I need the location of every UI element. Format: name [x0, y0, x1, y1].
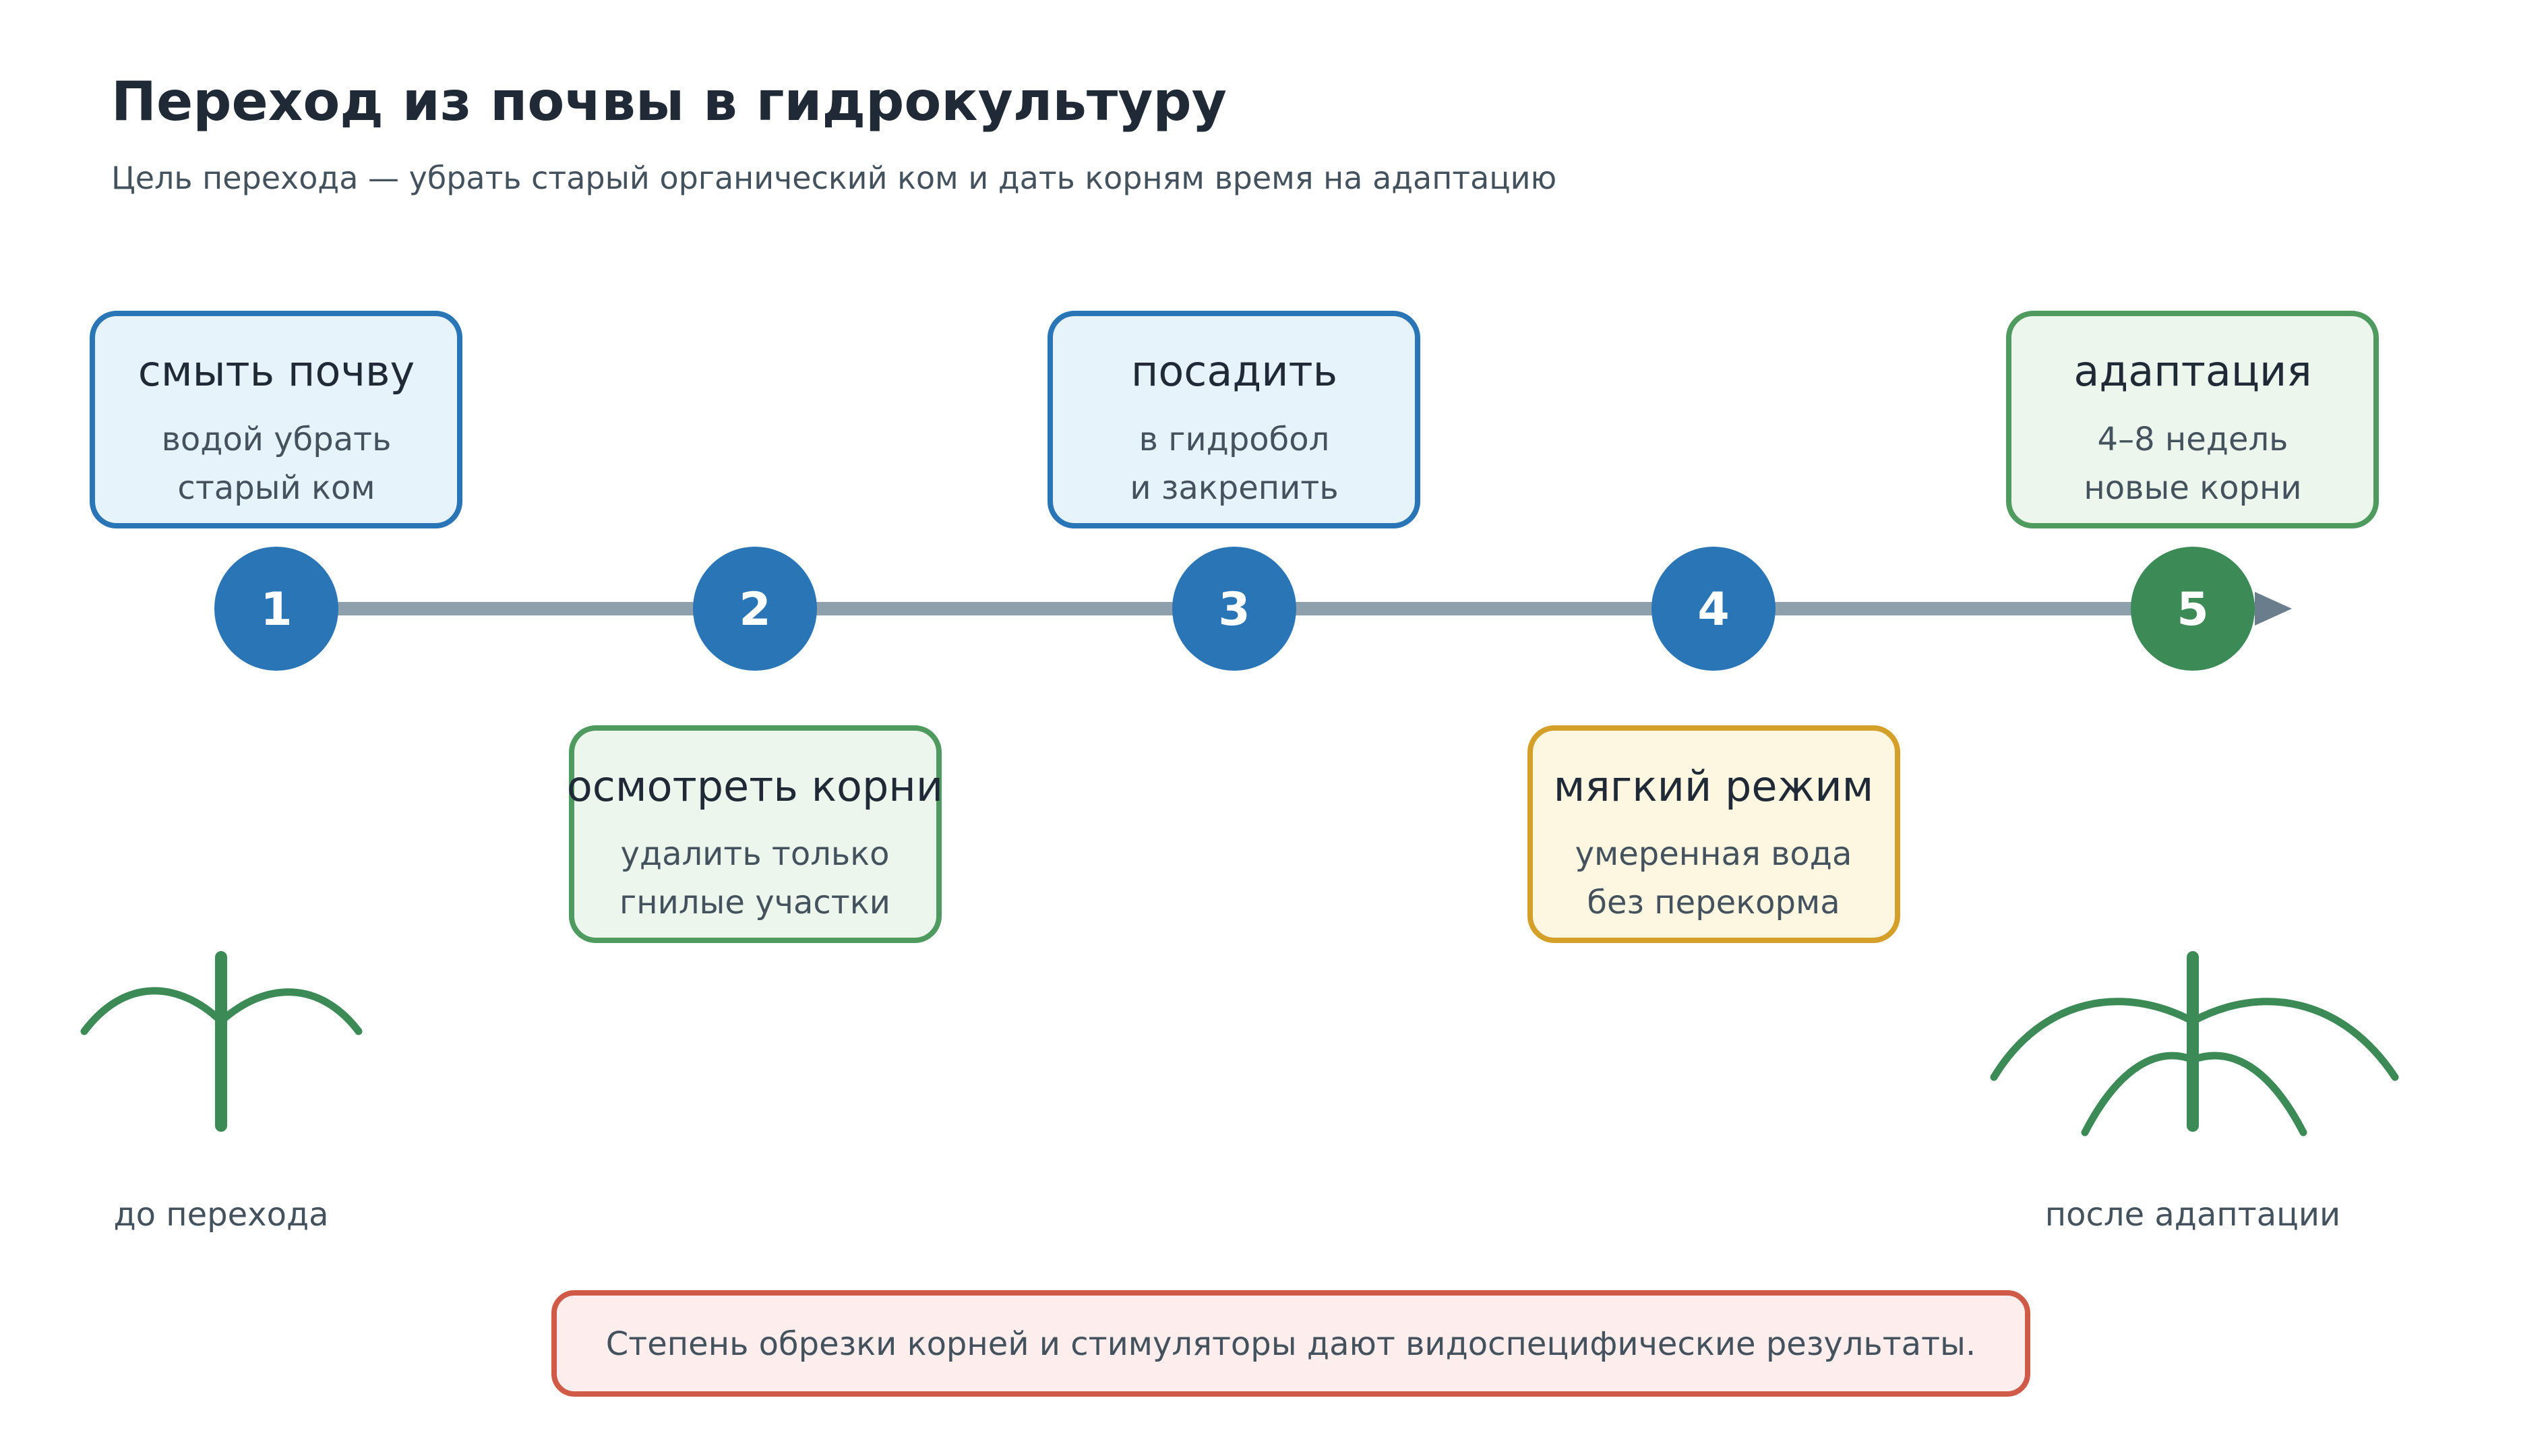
before-label: до перехода [113, 1196, 328, 1234]
step-marker [693, 547, 817, 671]
step-number: 3 [1218, 583, 1250, 636]
step-title: адаптация [2073, 346, 2311, 396]
step-detail: гнилые участки [619, 884, 890, 921]
step-5: адаптация 4–8 недель новые корни 5 [2006, 311, 2379, 671]
step-1: смыть почву водой убрать старый ком 1 [90, 311, 462, 671]
step-detail: старый ком [177, 469, 375, 507]
footer-note: Степень обрезки корней и стимуляторы даю… [551, 1290, 2030, 1397]
note-box [551, 1290, 2030, 1397]
step-card [569, 725, 942, 943]
step-title: мягкий режим [1554, 762, 1874, 811]
step-marker [2131, 547, 2255, 671]
step-number: 5 [2177, 583, 2208, 636]
timeline-arrow-icon [2255, 592, 2292, 626]
note-text: Степень обрезки корней и стимуляторы даю… [606, 1325, 1976, 1363]
after-label: после адаптации [2045, 1196, 2340, 1234]
step-card [1527, 725, 1900, 943]
step-4: мягкий режим умеренная вода без перекорм… [1527, 547, 1900, 943]
step-detail: 4–8 недель [2098, 421, 2288, 458]
step-marker [214, 547, 338, 671]
step-marker [1651, 547, 1776, 671]
plant-before-icon [80, 951, 363, 1132]
page-title: Переход из почвы в гидрокультуру [111, 70, 1227, 133]
step-detail: водой убрать [162, 421, 392, 458]
step-detail: в гидробол [1139, 421, 1330, 458]
step-title: посадить [1131, 346, 1337, 396]
step-number: 1 [260, 583, 292, 636]
step-card [90, 311, 462, 528]
step-detail: умеренная вода [1575, 835, 1852, 873]
step-card [2006, 311, 2379, 528]
plant-after-icon [1990, 951, 2399, 1136]
page-subtitle: Цель перехода — убрать старый органическ… [111, 160, 1556, 196]
step-number: 4 [1697, 583, 1729, 636]
step-3: посадить в гидробол и закрепить 3 [1048, 311, 1420, 671]
step-detail: удалить только [620, 835, 889, 873]
step-title: смыть почву [138, 346, 415, 396]
step-detail: и закрепить [1130, 469, 1338, 507]
step-detail: новые корни [2084, 469, 2301, 507]
step-marker [1172, 547, 1296, 671]
step-2: осмотреть корни удалить только гнилые уч… [567, 547, 943, 943]
step-number: 2 [739, 583, 770, 636]
step-card [1048, 311, 1420, 528]
step-detail: без перекорма [1587, 884, 1840, 921]
step-title: осмотреть корни [567, 762, 943, 811]
